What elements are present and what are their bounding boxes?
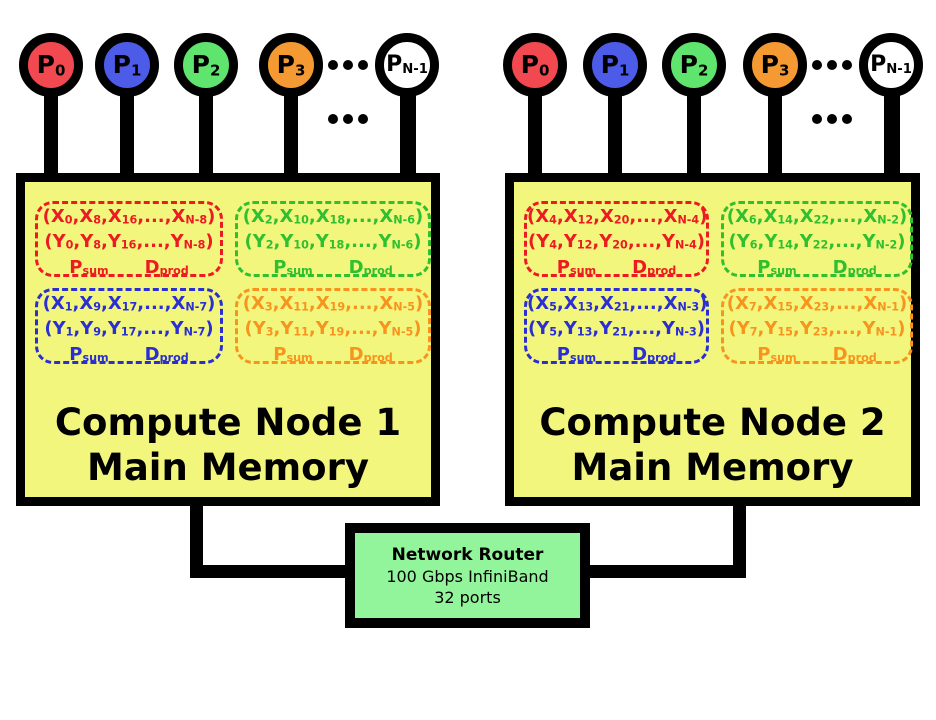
router-bandwidth: 100 Gbps InfiniBand (386, 566, 549, 586)
y-vector: (Y3,Y11,Y19,...,YN-5) (244, 318, 422, 340)
dprod-label: Dprod (832, 343, 877, 365)
processor-label: P2 (679, 49, 709, 80)
processor-p1: P1 (95, 33, 159, 97)
processor-label: P0 (520, 49, 550, 80)
psum-label: Psum (69, 343, 109, 365)
processor-p0: P0 (19, 33, 83, 97)
memory-partition-blue: (X1,X9,X17,...,XN-7) (Y1,Y9,Y17,...,YN-7… (35, 288, 223, 365)
node2-title-line1: Compute Node 2 (539, 401, 886, 444)
compute-node-2-memory-box (505, 173, 920, 506)
bus-link (44, 88, 58, 183)
y-vector: (Y1,Y9,Y17,...,YN-7) (44, 318, 214, 340)
ellipsis-dots-icon (812, 114, 852, 124)
processor-label: P2 (191, 49, 221, 80)
y-vector: (Y4,Y12,Y20,...,YN-4) (527, 231, 706, 253)
node1-router-link-vertical (190, 500, 203, 578)
memory-partition-orange: (X3,X11,X19,...,XN-5) (Y3,Y11,Y19,...,YN… (235, 288, 431, 365)
x-vector: (X0,X8,X16,...,XN-8) (42, 206, 216, 227)
ellipsis-dots-icon (812, 60, 852, 70)
processor-p0: P0 (503, 33, 567, 97)
bus-link (199, 88, 213, 183)
bus-link (400, 88, 416, 183)
memory-partition-red: (X4,X12,X20,...,XN-4) (Y4,Y12,Y20,...,YN… (524, 201, 709, 278)
router-ports: 32 ports (434, 587, 501, 607)
processor-label: P1 (600, 49, 630, 80)
processor-pn1: PN-1 (859, 33, 923, 97)
processor-p3: P3 (259, 33, 323, 97)
bus-link (884, 88, 900, 183)
psum-label: Psum (69, 256, 109, 278)
node1-title-line2: Main Memory (87, 446, 369, 489)
bus-link (768, 88, 782, 183)
processor-label: P3 (276, 49, 306, 80)
psum-label: Psum (556, 343, 597, 365)
router-title: Network Router (391, 544, 544, 565)
x-vector: (X5,X13,X21,...,XN-3) (527, 293, 708, 314)
operations-row: Psum Dprod (527, 257, 706, 282)
dprod-label: Dprod (632, 256, 677, 278)
processor-label: P0 (36, 49, 66, 80)
memory-partition-red: (X0,X8,X16,...,XN-8) (Y0,Y8,Y16,...,YN-8… (35, 201, 223, 278)
dprod-label: Dprod (144, 343, 189, 365)
dprod-label: Dprod (348, 343, 393, 365)
x-vector: (X1,X9,X17,...,XN-7) (42, 293, 216, 314)
dprod-label: Dprod (144, 256, 189, 278)
operations-row: Psum Dprod (724, 344, 910, 369)
bus-link (284, 88, 298, 183)
memory-partition-green: (X6,X14,X22,...,XN-2) (Y6,Y14,Y22,...,YN… (721, 201, 913, 278)
memory-partition-blue: (X5,X13,X21,...,XN-3) (Y5,Y13,Y21,...,YN… (524, 288, 709, 365)
processor-label: P1 (112, 49, 142, 80)
psum-label: Psum (556, 256, 597, 278)
memory-partition-orange: (X7,X15,X23,...,XN-1) (Y7,Y15,Y23,...,YN… (721, 288, 913, 365)
processor-p1: P1 (583, 33, 647, 97)
operations-row: Psum Dprod (724, 257, 910, 282)
dprod-label: Dprod (632, 343, 677, 365)
x-vector: (X6,X14,X22,...,XN-2) (726, 206, 908, 227)
x-vector: (X7,X15,X23,...,XN-1) (726, 293, 908, 314)
x-vector: (X4,X12,X20,...,XN-4) (527, 206, 708, 227)
ellipsis-dots-icon (328, 114, 368, 124)
ellipsis-dots-icon (328, 60, 368, 70)
bus-link (528, 88, 542, 183)
node2-title-line2: Main Memory (571, 446, 854, 489)
operations-row: Psum Dprod (38, 344, 220, 369)
node1-title-line1: Compute Node 1 (54, 401, 402, 444)
x-vector: (X3,X11,X19,...,XN-5) (242, 293, 424, 314)
operations-row: Psum Dprod (238, 257, 428, 282)
operations-row: Psum Dprod (38, 257, 220, 282)
psum-label: Psum (757, 256, 797, 278)
psum-label: Psum (273, 256, 313, 278)
node2-router-link-vertical (733, 500, 746, 578)
psum-label: Psum (273, 343, 313, 365)
processor-label: P3 (760, 49, 790, 80)
bus-link (608, 88, 622, 183)
psum-label: Psum (757, 343, 797, 365)
memory-partition-green: (X2,X10,X18,...,XN-6) (Y2,Y10,Y18,...,YN… (235, 201, 431, 278)
x-vector: (X2,X10,X18,...,XN-6) (242, 206, 424, 227)
node2-router-link-horizontal (582, 565, 746, 578)
node1-router-link-horizontal (190, 565, 355, 578)
y-vector: (Y7,Y15,Y23,...,YN-1) (728, 318, 906, 340)
y-vector: (Y5,Y13,Y21,...,YN-3) (527, 318, 706, 340)
y-vector: (Y0,Y8,Y16,...,YN-8) (44, 231, 214, 253)
network-router-box: Network Router 100 Gbps InfiniBand 32 po… (345, 523, 590, 628)
processor-label: PN-1 (870, 51, 912, 77)
processor-p3: P3 (743, 33, 807, 97)
bus-link (120, 88, 134, 183)
y-vector: (Y2,Y10,Y18,...,YN-6) (244, 231, 422, 253)
compute-node-1-memory-box (16, 173, 440, 506)
processor-p2: P2 (662, 33, 726, 97)
node1-title: Compute Node 1 Main Memory (16, 400, 440, 490)
dprod-label: Dprod (832, 256, 877, 278)
dprod-label: Dprod (348, 256, 393, 278)
bus-link (687, 88, 701, 183)
y-vector: (Y6,Y14,Y22,...,YN-2) (728, 231, 906, 253)
node2-title: Compute Node 2 Main Memory (505, 400, 920, 490)
processor-pn1: PN-1 (375, 33, 439, 97)
processor-label: PN-1 (386, 51, 428, 77)
operations-row: Psum Dprod (238, 344, 428, 369)
processor-p2: P2 (174, 33, 238, 97)
operations-row: Psum Dprod (527, 344, 706, 369)
